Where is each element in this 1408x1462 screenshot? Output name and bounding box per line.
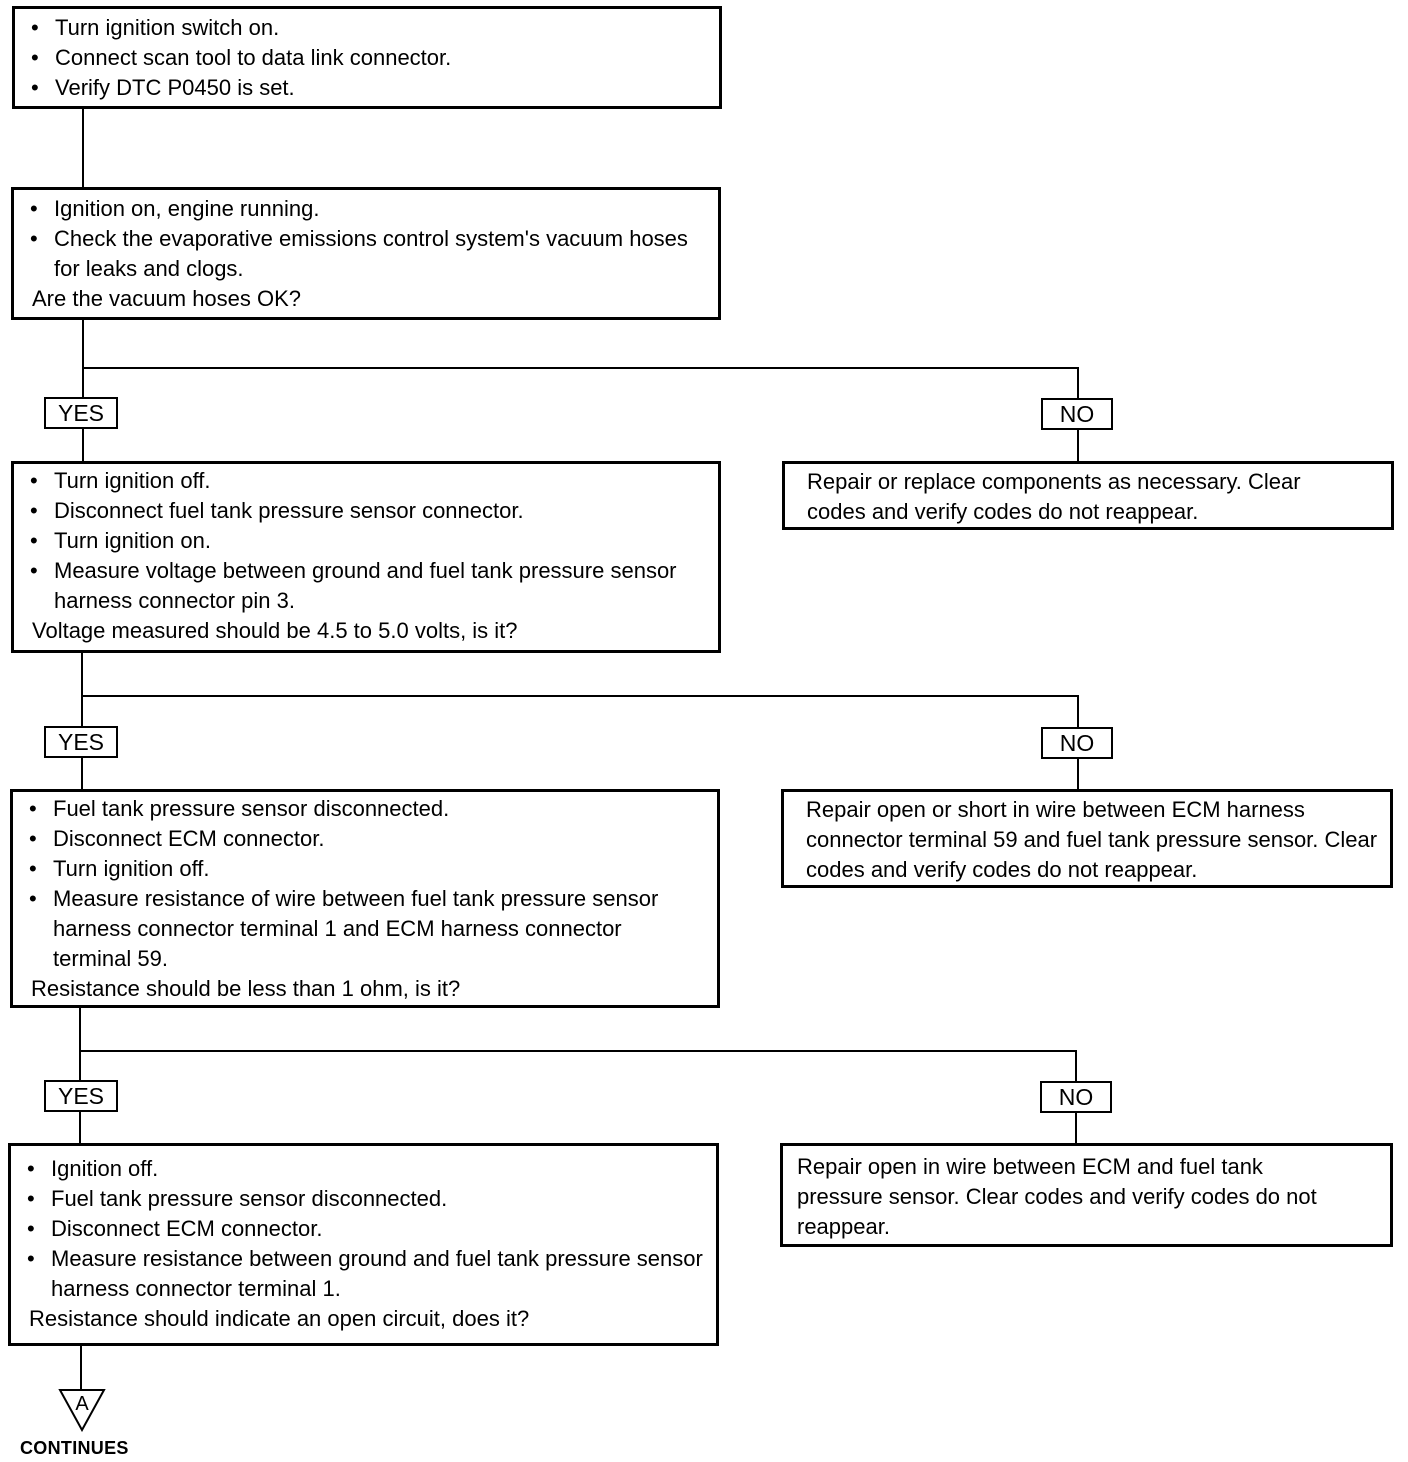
step-1-list: Turn ignition switch on. Connect scan to… <box>15 13 719 103</box>
branch-line <box>82 320 84 398</box>
step-1-item: Turn ignition switch on. <box>15 13 719 43</box>
step-3-item: Turn ignition off. <box>14 466 718 496</box>
step-4-item: Turn ignition off. <box>13 854 717 884</box>
branch-line <box>1077 367 1079 398</box>
no-label: NO <box>1041 727 1113 759</box>
step-5-item: Disconnect ECM connector. <box>11 1214 716 1244</box>
branch-line <box>79 1008 81 1081</box>
step-3-box: Turn ignition off. Disconnect fuel tank … <box>11 461 721 653</box>
step-3-list: Turn ignition off. Disconnect fuel tank … <box>14 466 718 616</box>
step-1-item: Verify DTC P0450 is set. <box>15 73 719 103</box>
yes-label: YES <box>44 1080 118 1112</box>
no-action-3-box: Repair open in wire between ECM and fuel… <box>780 1143 1393 1247</box>
no-action-2-text: Repair open or short in wire between ECM… <box>806 797 1378 882</box>
connector-line <box>82 109 84 187</box>
step-3-item: Turn ignition on. <box>14 526 718 556</box>
step-1-box: Turn ignition switch on. Connect scan to… <box>12 6 722 109</box>
branch-line <box>79 1050 1077 1052</box>
no-label: NO <box>1040 1081 1112 1113</box>
step-2-question: Are the vacuum hoses OK? <box>32 286 302 311</box>
step-5-question: Resistance should indicate an open circu… <box>29 1306 530 1331</box>
step-4-question: Resistance should be less than 1 ohm, is… <box>31 976 461 1001</box>
step-5-item: Measure resistance between ground and fu… <box>11 1244 716 1304</box>
continues-label: CONTINUES <box>20 1438 129 1458</box>
step-5-list: Ignition off. Fuel tank pressure sensor … <box>11 1154 716 1304</box>
step-3-item: Measure voltage between ground and fuel … <box>14 556 718 616</box>
branch-line <box>81 653 83 727</box>
connector-letter: A <box>75 1393 89 1415</box>
off-page-connector-icon: A <box>58 1389 106 1432</box>
step-2-item: Ignition on, engine running. <box>14 194 718 224</box>
branch-line <box>81 695 1079 697</box>
yes-label: YES <box>44 397 118 429</box>
branch-line <box>1077 430 1079 462</box>
step-2-item: Check the evaporative emissions control … <box>14 224 718 284</box>
step-4-list: Fuel tank pressure sensor disconnected. … <box>13 794 717 974</box>
step-4-item: Measure resistance of wire between fuel … <box>13 884 717 974</box>
step-5-item: Ignition off. <box>11 1154 716 1184</box>
no-action-1-text: Repair or replace components as necessar… <box>807 469 1301 524</box>
step-5-box: Ignition off. Fuel tank pressure sensor … <box>8 1143 719 1346</box>
no-action-1-box: Repair or replace components as necessar… <box>782 461 1394 530</box>
step-3-question: Voltage measured should be 4.5 to 5.0 vo… <box>32 618 518 643</box>
step-5-item: Fuel tank pressure sensor disconnected. <box>11 1184 716 1214</box>
connector-line <box>80 1346 82 1390</box>
branch-line <box>79 1112 81 1143</box>
branch-line <box>1075 1050 1077 1081</box>
branch-line <box>82 429 84 461</box>
step-4-item: Fuel tank pressure sensor disconnected. <box>13 794 717 824</box>
yes-label: YES <box>44 726 118 758</box>
branch-line <box>82 367 1079 369</box>
step-3-item: Disconnect fuel tank pressure sensor con… <box>14 496 718 526</box>
no-action-2-box: Repair open or short in wire between ECM… <box>781 789 1393 888</box>
step-4-box: Fuel tank pressure sensor disconnected. … <box>10 789 720 1008</box>
branch-line <box>1077 759 1079 789</box>
branch-line <box>1075 1113 1077 1144</box>
step-1-item: Connect scan tool to data link connector… <box>15 43 719 73</box>
branch-line <box>1077 695 1079 727</box>
no-label: NO <box>1041 398 1113 430</box>
step-2-box: Ignition on, engine running. Check the e… <box>11 187 721 320</box>
no-action-3-text: Repair open in wire between ECM and fuel… <box>797 1154 1317 1239</box>
branch-line <box>81 758 83 789</box>
step-2-list: Ignition on, engine running. Check the e… <box>14 194 718 284</box>
step-4-item: Disconnect ECM connector. <box>13 824 717 854</box>
